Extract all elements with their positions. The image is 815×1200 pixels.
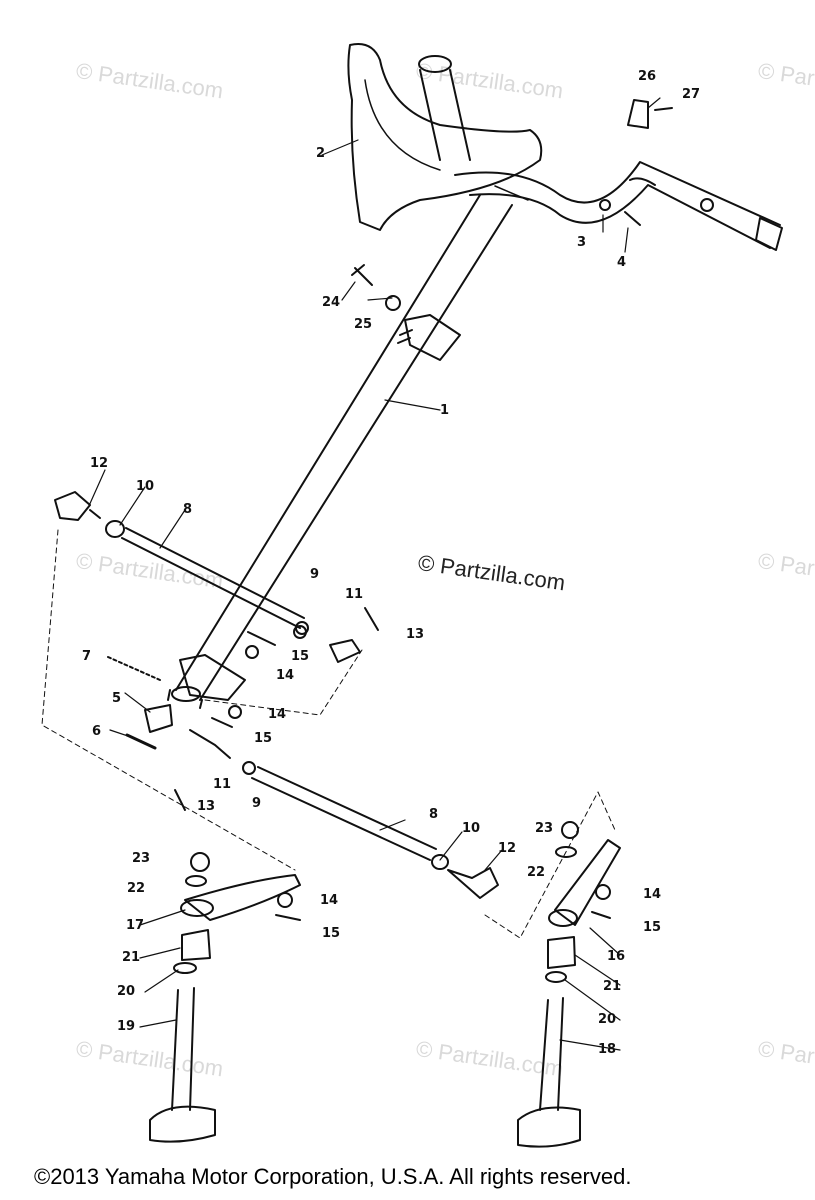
callout-15: 15	[643, 920, 662, 935]
handlebar-pad	[347, 43, 543, 231]
callout-15: 15	[291, 649, 310, 664]
callout-12: 12	[498, 841, 517, 856]
callout-23: 23	[132, 851, 151, 866]
callout-12: 12	[90, 456, 109, 471]
callout-24: 24	[322, 295, 341, 310]
callout-27: 27	[682, 87, 701, 102]
callout-10: 10	[136, 479, 155, 494]
callout-26: 26	[638, 69, 657, 84]
callout-11: 11	[345, 587, 364, 602]
throttle-lever	[599, 99, 673, 226]
pitman-arm	[107, 607, 379, 811]
callout-9: 9	[252, 796, 262, 811]
callout-11: 11	[213, 777, 232, 792]
callout-20: 20	[117, 984, 136, 999]
leader-lines	[87, 97, 661, 1051]
callout-14: 14	[268, 707, 287, 722]
callout-13: 13	[406, 627, 425, 642]
callout-7: 7	[82, 649, 92, 664]
callout-1: 1	[440, 403, 450, 418]
callout-6: 6	[92, 724, 102, 739]
callout-17: 17	[126, 918, 145, 933]
callout-14: 14	[320, 893, 339, 908]
callout-15: 15	[254, 731, 273, 746]
callout-2: 2	[316, 146, 326, 161]
callout-9: 9	[310, 567, 320, 582]
callout-14: 14	[643, 887, 662, 902]
callout-15: 15	[322, 926, 341, 941]
callout-21: 21	[122, 950, 141, 965]
callout-20: 20	[598, 1012, 617, 1027]
reference-lines	[41, 529, 616, 939]
callout-21: 21	[603, 979, 622, 994]
callout-23: 23	[535, 821, 554, 836]
copyright-notice: ©2013 Yamaha Motor Corporation, U.S.A. A…	[34, 1164, 632, 1189]
callout-22: 22	[527, 865, 546, 880]
handlebar	[418, 55, 783, 251]
callout-25: 25	[354, 317, 373, 332]
column-clamp	[351, 264, 461, 361]
callout-22: 22	[127, 881, 146, 896]
callout-5: 5	[112, 691, 122, 706]
right-spindle-assembly	[517, 821, 621, 1148]
callout-14: 14	[276, 668, 295, 683]
callout-8: 8	[183, 502, 193, 517]
callout-16: 16	[607, 949, 626, 964]
callout-19: 19	[117, 1019, 136, 1034]
callout-18: 18	[598, 1042, 617, 1057]
callout-3: 3	[577, 235, 587, 250]
callout-10: 10	[462, 821, 481, 836]
callout-13: 13	[197, 799, 216, 814]
steering-column	[167, 185, 529, 709]
callout-8: 8	[429, 807, 439, 822]
tie-rod-lower	[242, 761, 499, 899]
hardware	[211, 625, 611, 921]
tie-rod-upper	[54, 491, 309, 635]
left-spindle-assembly	[149, 852, 301, 1143]
callout-4: 4	[617, 255, 627, 270]
